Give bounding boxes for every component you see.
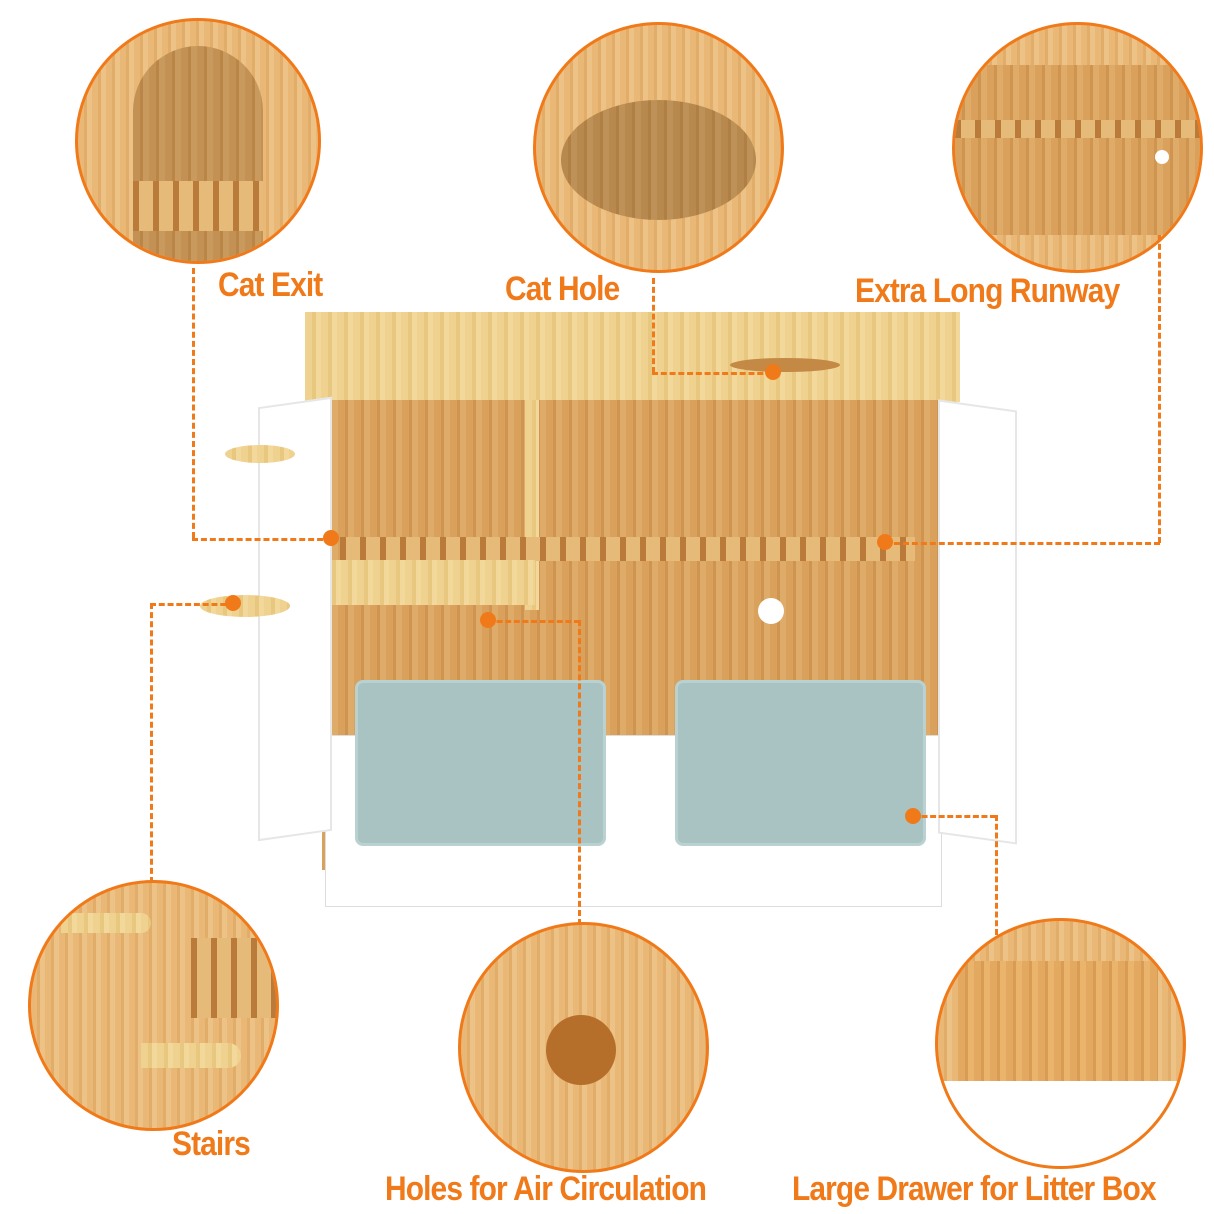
air-holes-detail xyxy=(458,922,709,1173)
drawer-detail xyxy=(935,918,1186,1169)
stairs-detail xyxy=(28,880,279,1131)
litter-box-right xyxy=(675,680,926,846)
label-air-holes: Holes for Air Circulation xyxy=(385,1170,707,1208)
cat-hole-detail xyxy=(533,22,784,273)
runway-detail xyxy=(952,22,1203,273)
label-stairs: Stairs xyxy=(172,1125,251,1163)
cat-exit-detail xyxy=(75,18,321,264)
label-cat-hole: Cat Hole xyxy=(505,270,620,308)
label-cat-exit: Cat Exit xyxy=(218,266,323,304)
litter-box-left xyxy=(355,680,606,846)
label-runway: Extra Long Runway xyxy=(855,272,1120,310)
label-drawer: Large Drawer for Litter Box xyxy=(792,1170,1157,1208)
